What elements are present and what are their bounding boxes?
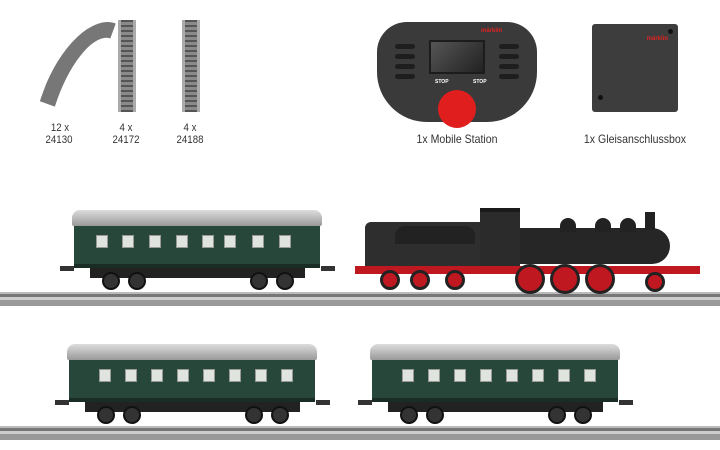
passenger-coach	[60, 210, 335, 295]
track-qty-label: 4 x	[119, 122, 133, 134]
connection-box-label: 1x Gleisanschlussbox	[583, 132, 687, 146]
stop-label: STOP	[473, 79, 487, 85]
display-screen	[429, 40, 485, 74]
track-article-label: 24188	[176, 134, 204, 146]
marklin-logo: märklin	[646, 36, 668, 42]
track-article-label: 24172	[112, 134, 140, 146]
steam-locomotive	[355, 208, 700, 296]
track-article-label: 24130	[45, 134, 73, 146]
track-qty-label: 12 x	[50, 122, 70, 134]
mobile-station-image: märklin STOP STOP	[377, 22, 537, 128]
straight-track-icon	[182, 20, 200, 112]
connection-box-image: märklin	[592, 24, 678, 112]
curved-track-icon	[12, 8, 158, 208]
rail-track	[0, 426, 720, 440]
rail-track	[0, 292, 720, 306]
mobile-station-label: 1x Mobile Station	[416, 132, 498, 146]
straight-track-icon	[118, 20, 136, 112]
passenger-coach	[55, 344, 330, 429]
track-qty-label: 4 x	[183, 122, 197, 134]
stop-label: STOP	[435, 79, 449, 85]
marklin-logo: märklin	[481, 28, 503, 34]
speed-knob	[438, 90, 476, 128]
passenger-coach	[358, 344, 633, 429]
